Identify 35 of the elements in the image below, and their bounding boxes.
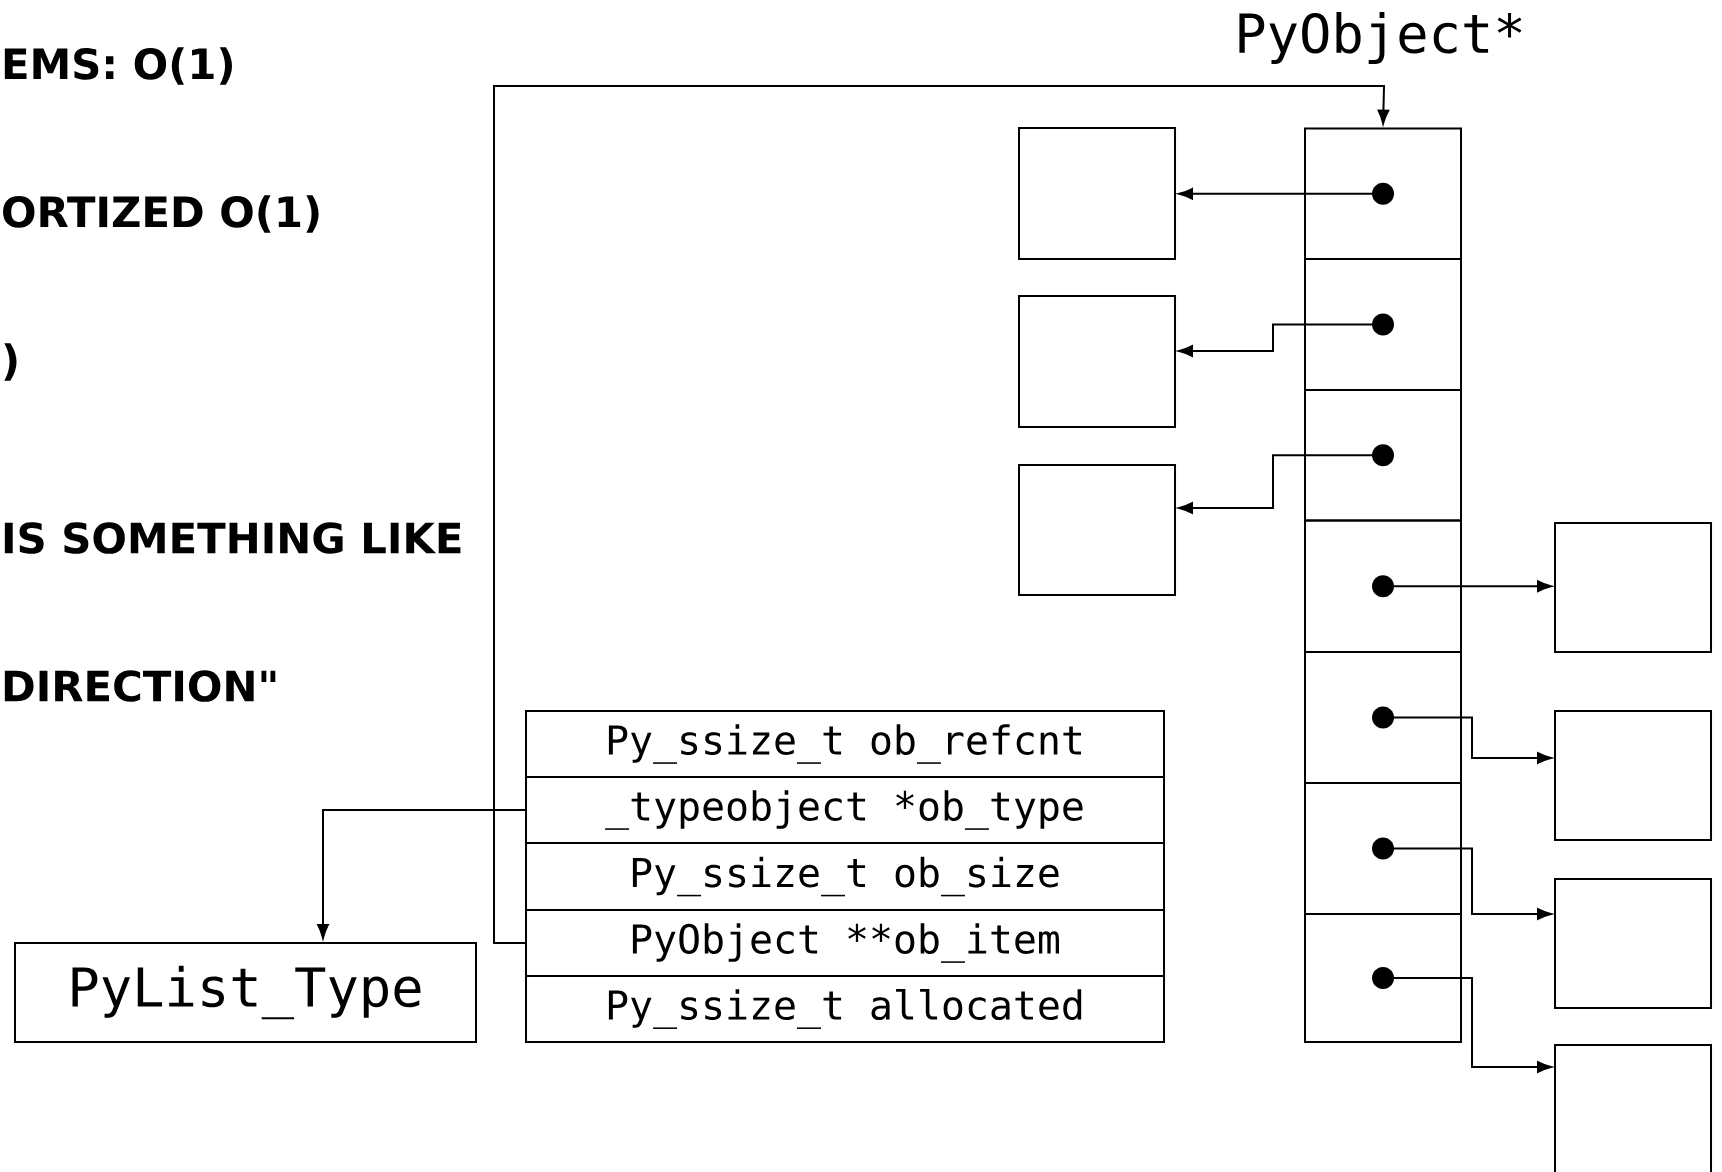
pointer-cell bbox=[1304, 782, 1462, 915]
note-text: DIRECTION" bbox=[4, 670, 276, 702]
note-text: EMS: O(1) bbox=[4, 47, 232, 85]
field-row: _typeobject *ob_type bbox=[525, 776, 1165, 844]
field-row: Py_ssize_t ob_refcnt bbox=[525, 710, 1165, 778]
object-box bbox=[1018, 464, 1176, 596]
object-box bbox=[1554, 1044, 1712, 1172]
pointer-cell bbox=[1304, 651, 1462, 784]
pointer-arrow bbox=[1178, 182, 1394, 205]
pointer-cell bbox=[1304, 388, 1462, 522]
arrow bbox=[493, 85, 1390, 944]
type-box: PyList_Type bbox=[14, 942, 477, 1043]
note-text: ORTIZED O(1) bbox=[3, 195, 319, 233]
arrow bbox=[317, 809, 526, 939]
pointer-cell bbox=[1304, 913, 1462, 1043]
field-row: Py_ssize_t ob_size bbox=[525, 842, 1165, 911]
pointer-arrow bbox=[1372, 575, 1552, 598]
object-box bbox=[1018, 295, 1176, 428]
field-row: PyObject **ob_item bbox=[525, 909, 1165, 977]
pointer-cell bbox=[1304, 258, 1462, 391]
object-box bbox=[1554, 878, 1712, 1009]
pointer-arrow bbox=[1178, 444, 1394, 514]
pointer-arrow bbox=[1178, 313, 1394, 357]
note-text: IS SOMETHING LIKE bbox=[4, 522, 461, 554]
object-box bbox=[1554, 522, 1712, 653]
pointer-type-label: PyObject* bbox=[1239, 11, 1522, 65]
note-text: ) bbox=[4, 343, 17, 381]
pointer-arrow bbox=[1372, 706, 1552, 764]
pointer-cell bbox=[1304, 127, 1462, 261]
object-box bbox=[1554, 710, 1712, 841]
field-row: Py_ssize_t allocated bbox=[525, 975, 1165, 1043]
pointer-cell bbox=[1304, 519, 1462, 653]
pointer-arrow bbox=[1372, 967, 1552, 1073]
object-box bbox=[1018, 127, 1176, 260]
pointer-arrow bbox=[1372, 837, 1552, 920]
